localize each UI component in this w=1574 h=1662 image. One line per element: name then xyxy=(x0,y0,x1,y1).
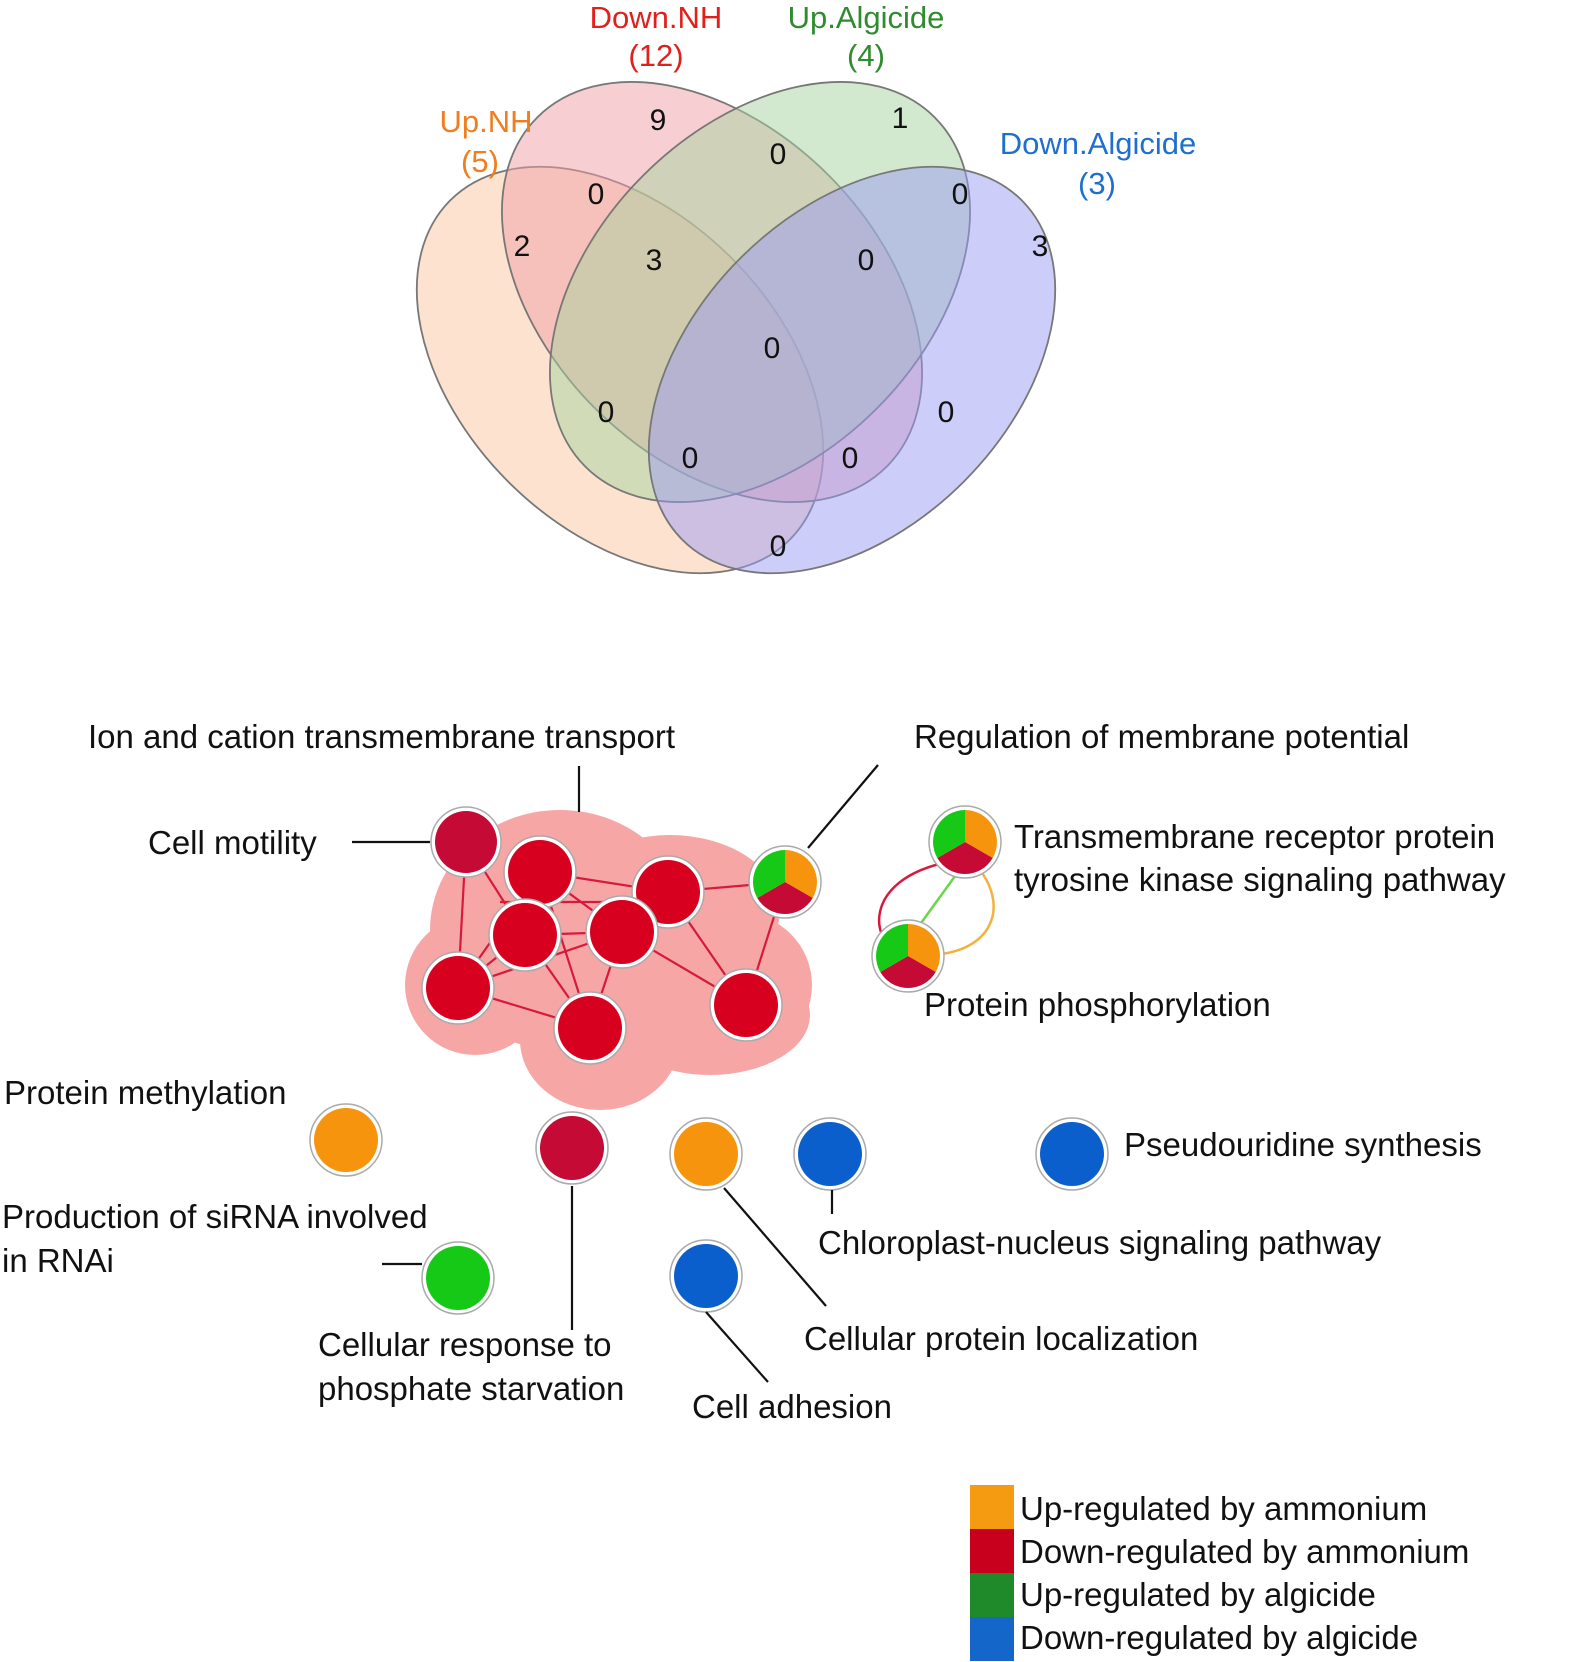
term-label-protein-localization: Cellular protein localization xyxy=(804,1320,1198,1357)
node-ion-transport[interactable] xyxy=(488,898,562,972)
set-label-down-algicide: Down.Algicide xyxy=(1000,126,1196,161)
node-protein-methylation[interactable] xyxy=(309,1103,383,1177)
set-count-up-nh: (5) xyxy=(461,144,499,179)
region-count: 9 xyxy=(650,104,667,137)
set-label-up-algicide: Up.Algicide xyxy=(788,0,945,35)
region-count: 1 xyxy=(892,102,909,135)
region-count: 0 xyxy=(764,332,781,365)
edge-green xyxy=(914,871,960,931)
term-label-sirna-2: in RNAi xyxy=(2,1242,114,1279)
region-count: 0 xyxy=(588,178,605,211)
legend-label-down-algicide: Down-regulated by algicide xyxy=(1020,1619,1418,1656)
node-sirna[interactable] xyxy=(421,1241,495,1315)
node-cell-adhesion[interactable] xyxy=(669,1239,743,1313)
region-count: 0 xyxy=(770,530,787,563)
region-count: 0 xyxy=(598,396,615,429)
term-label-protein-methylation: Protein methylation xyxy=(4,1074,286,1111)
legend-swatch-up-algicide xyxy=(970,1573,1014,1617)
node-protein-phosphorylation[interactable] xyxy=(871,919,945,993)
set-count-down-algicide: (3) xyxy=(1078,166,1116,201)
term-label-receptor-kinase-1: Transmembrane receptor protein xyxy=(1014,818,1495,855)
region-count: 0 xyxy=(842,442,859,475)
region-count: 0 xyxy=(858,244,875,277)
term-label-pseudouridine: Pseudouridine synthesis xyxy=(1124,1126,1482,1163)
venn-diagram: Down.NH (12) Up.Algicide (4) Up.NH (5) D… xyxy=(415,0,1196,575)
edge-orange xyxy=(924,869,995,957)
legend-swatch-up-ammonium xyxy=(970,1485,1014,1529)
term-label-cell-adhesion: Cell adhesion xyxy=(692,1388,892,1425)
legend-swatch-down-ammonium xyxy=(970,1529,1014,1573)
region-count: 3 xyxy=(1032,230,1049,263)
term-label-phosphate-1: Cellular response to xyxy=(318,1326,612,1363)
node-ion-transport[interactable] xyxy=(553,991,627,1065)
region-count: 3 xyxy=(646,244,663,277)
node-membrane-potential[interactable] xyxy=(748,845,822,919)
region-count: 0 xyxy=(938,396,955,429)
legend-label-up-ammonium: Up-regulated by ammonium xyxy=(1020,1490,1427,1527)
term-label-ion-transport: Ion and cation transmembrane transport xyxy=(88,718,675,755)
node-receptor-kinase[interactable] xyxy=(928,805,1002,879)
term-label-chloroplast: Chloroplast-nucleus signaling pathway xyxy=(818,1224,1382,1261)
term-label-receptor-kinase-2: tyrosine kinase signaling pathway xyxy=(1014,861,1506,898)
leader-lines xyxy=(352,764,879,1383)
node-ion-transport[interactable] xyxy=(585,895,659,969)
node-protein-localization[interactable] xyxy=(669,1117,743,1191)
node-ion-transport[interactable] xyxy=(709,968,783,1042)
legend: Up-regulated by ammonium Down-regulated … xyxy=(970,1485,1469,1661)
region-count: 0 xyxy=(952,178,969,211)
term-label-sirna-1: Production of siRNA involved xyxy=(2,1198,428,1235)
node-pseudouridine[interactable] xyxy=(1035,1117,1109,1191)
legend-swatch-down-algicide xyxy=(970,1617,1014,1661)
set-label-down-nh: Down.NH xyxy=(590,0,723,35)
set-count-up-algicide: (4) xyxy=(847,38,885,73)
venn-set-down-algicide xyxy=(647,165,1057,575)
term-label-phosphate-2: phosphate starvation xyxy=(318,1370,624,1407)
term-label-membrane-potential: Regulation of membrane potential xyxy=(914,718,1409,755)
node-cell-motility[interactable] xyxy=(430,806,502,878)
node-ion-transport[interactable] xyxy=(421,951,495,1025)
region-count: 0 xyxy=(682,442,699,475)
node-phosphate-starvation[interactable] xyxy=(535,1111,609,1185)
legend-label-down-ammonium: Down-regulated by ammonium xyxy=(1020,1533,1469,1570)
node-ion-transport[interactable] xyxy=(503,835,577,909)
region-count: 0 xyxy=(770,138,787,171)
term-label-cell-motility: Cell motility xyxy=(148,824,317,861)
set-count-down-nh: (12) xyxy=(628,38,683,73)
node-chloroplast-signaling[interactable] xyxy=(793,1117,867,1191)
legend-label-up-algicide: Up-regulated by algicide xyxy=(1020,1576,1376,1613)
term-label-protein-phosphorylation: Protein phosphorylation xyxy=(924,986,1271,1023)
go-term-network: Ion and cation transmembrane transport R… xyxy=(2,718,1506,1425)
region-count: 2 xyxy=(514,230,531,263)
set-label-up-nh: Up.NH xyxy=(439,104,532,139)
